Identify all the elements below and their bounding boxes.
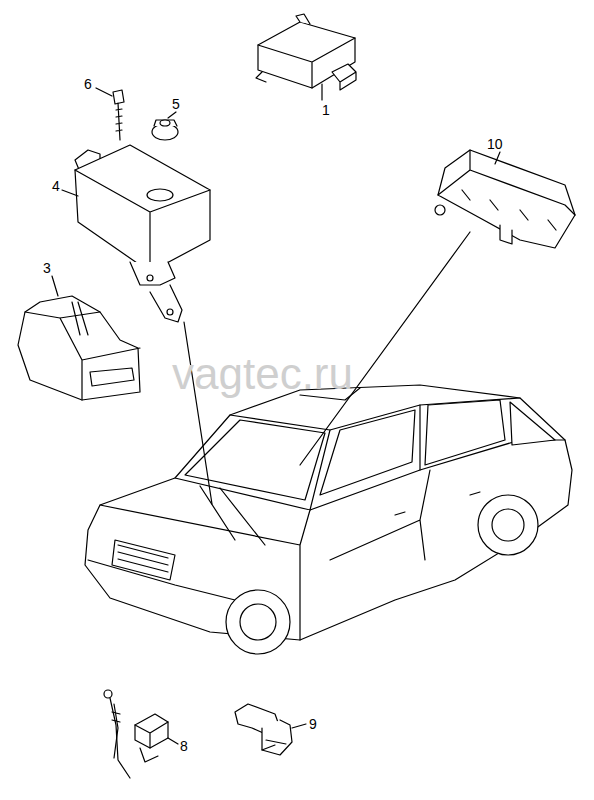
sensor-with-wire: [104, 690, 178, 778]
callout-number: 4: [52, 178, 60, 194]
callout-number: 9: [309, 716, 317, 732]
connector-housing: [18, 276, 140, 400]
holder-clip: [235, 704, 306, 755]
nut: [152, 112, 178, 140]
callout-number: 1: [322, 102, 330, 118]
callout-number: 6: [84, 76, 92, 92]
callout-number: 5: [172, 96, 180, 112]
callout-number: 3: [43, 260, 51, 276]
watermark: vagtec.ru: [172, 350, 353, 398]
leader-line: [300, 232, 470, 465]
callout-number: 10: [487, 136, 503, 152]
callout-number: 8: [180, 738, 188, 754]
screw: [96, 88, 124, 140]
bracket: [435, 150, 575, 248]
relay-box: [62, 145, 210, 322]
control-unit: [256, 14, 356, 100]
